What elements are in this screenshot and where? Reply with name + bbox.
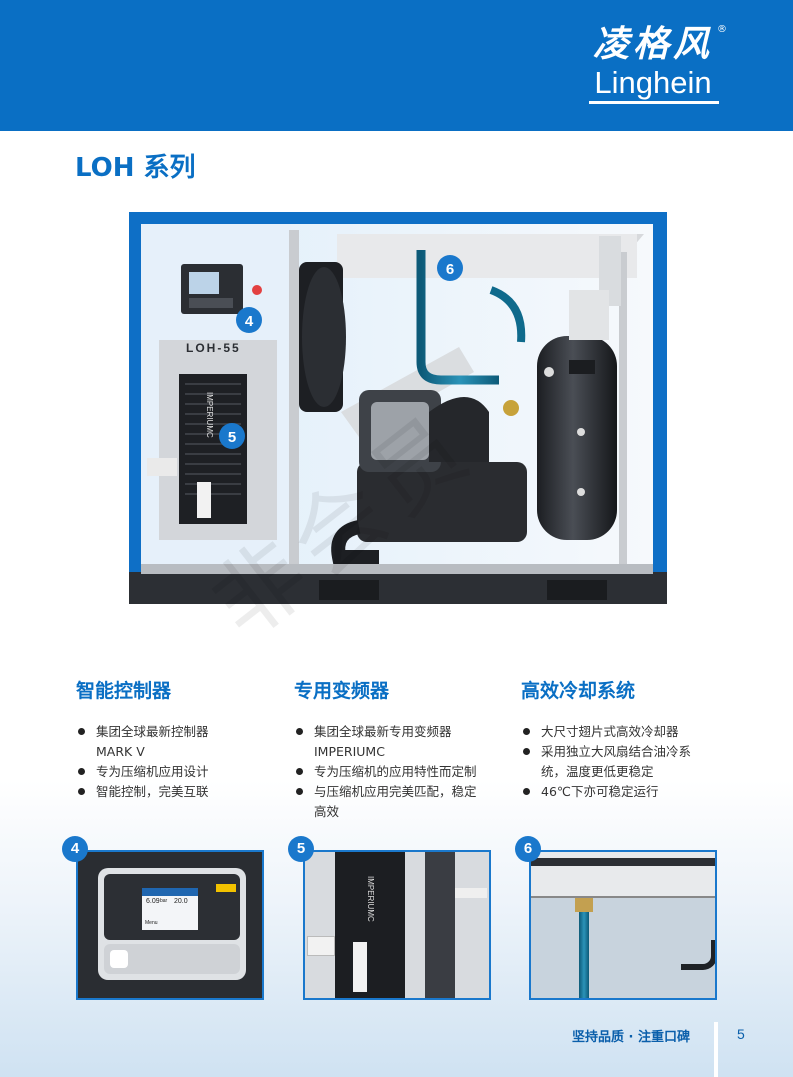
detail-inverter: IMPERIUMC: [303, 850, 491, 1000]
detail-cooling: [529, 850, 717, 1000]
feature-bullet: 集团全球最新专用变频器: [294, 722, 504, 742]
svg-text:6: 6: [446, 261, 454, 278]
feature-title: 专用变频器: [294, 680, 390, 702]
page-number: 5: [737, 1026, 745, 1042]
callout-5: 5: [219, 423, 245, 449]
feature-bullet-continued: IMPERIUMC: [314, 744, 385, 759]
controller-screen: 6.09 bar 20.0 Menu: [142, 888, 198, 930]
svg-text:5: 5: [228, 429, 236, 446]
controller-panel: 6.09 bar 20.0 Menu: [98, 868, 246, 980]
feature-title: 智能控制器: [76, 680, 172, 702]
footer-divider: [714, 1022, 718, 1077]
page-title: LOH 系列: [75, 153, 196, 183]
detail-badge-5: 5: [288, 836, 314, 862]
feature-bullet-continued: MARK V: [96, 744, 145, 759]
feature-bullet: 采用独立大风扇结合油冷系: [521, 742, 721, 762]
feature-bullet: 智能控制，完美互联: [76, 782, 276, 802]
detail-badge-4: 4: [62, 836, 88, 862]
detail-badge-6: 6: [515, 836, 541, 862]
inverter-label: IMPERIUMC: [205, 392, 214, 438]
brand-name-cn: 凌格风: [592, 23, 713, 65]
callout-4: 4: [236, 307, 262, 333]
model-label: LOH-55: [186, 341, 241, 355]
feature-controller: 智能控制器 集团全球最新控制器 MARK V 专为压缩机应用设计 智能控制，完美…: [76, 678, 276, 802]
brand-logo: 凌格风 ® Linghein: [587, 22, 727, 108]
feature-bullet-continued: 高效: [314, 804, 340, 819]
detail-controller: 6.09 bar 20.0 Menu: [76, 850, 264, 1000]
feature-bullet: 集团全球最新控制器: [76, 722, 276, 742]
feature-bullet-continued: 统，温度更低更稳定: [541, 764, 654, 779]
brand-name-en: Linghein: [594, 65, 712, 100]
callout-6: 6: [437, 255, 463, 281]
feature-title: 高效冷却系统: [521, 680, 636, 702]
svg-text:4: 4: [245, 313, 254, 330]
feature-cooling: 高效冷却系统 大尺寸翅片式高效冷却器 采用独立大风扇结合油冷系 统，温度更低更稳…: [521, 678, 721, 802]
feature-bullet: 大尺寸翅片式高效冷却器: [521, 722, 721, 742]
feature-bullet: 46℃下亦可稳定运行: [521, 782, 721, 802]
feature-bullet: 专为压缩机应用设计: [76, 762, 276, 782]
feature-bullet: 专为压缩机的应用特性而定制: [294, 762, 504, 782]
feature-bullet: 与压缩机应用完美匹配，稳定: [294, 782, 504, 802]
registered-mark: ®: [717, 24, 727, 35]
footer-slogan: 坚持品质 · 注重口碑: [572, 1030, 690, 1045]
compressor-illustration: LOH-55 IMPERIUMC 4 5 6: [129, 212, 667, 604]
logo-underline: [589, 101, 719, 104]
page-header: 凌格风 ® Linghein: [0, 0, 793, 131]
inverter-heatsink: IMPERIUMC: [335, 852, 405, 998]
feature-inverter: 专用变频器 集团全球最新专用变频器 IMPERIUMC 专为压缩机的应用特性而定…: [294, 678, 504, 822]
